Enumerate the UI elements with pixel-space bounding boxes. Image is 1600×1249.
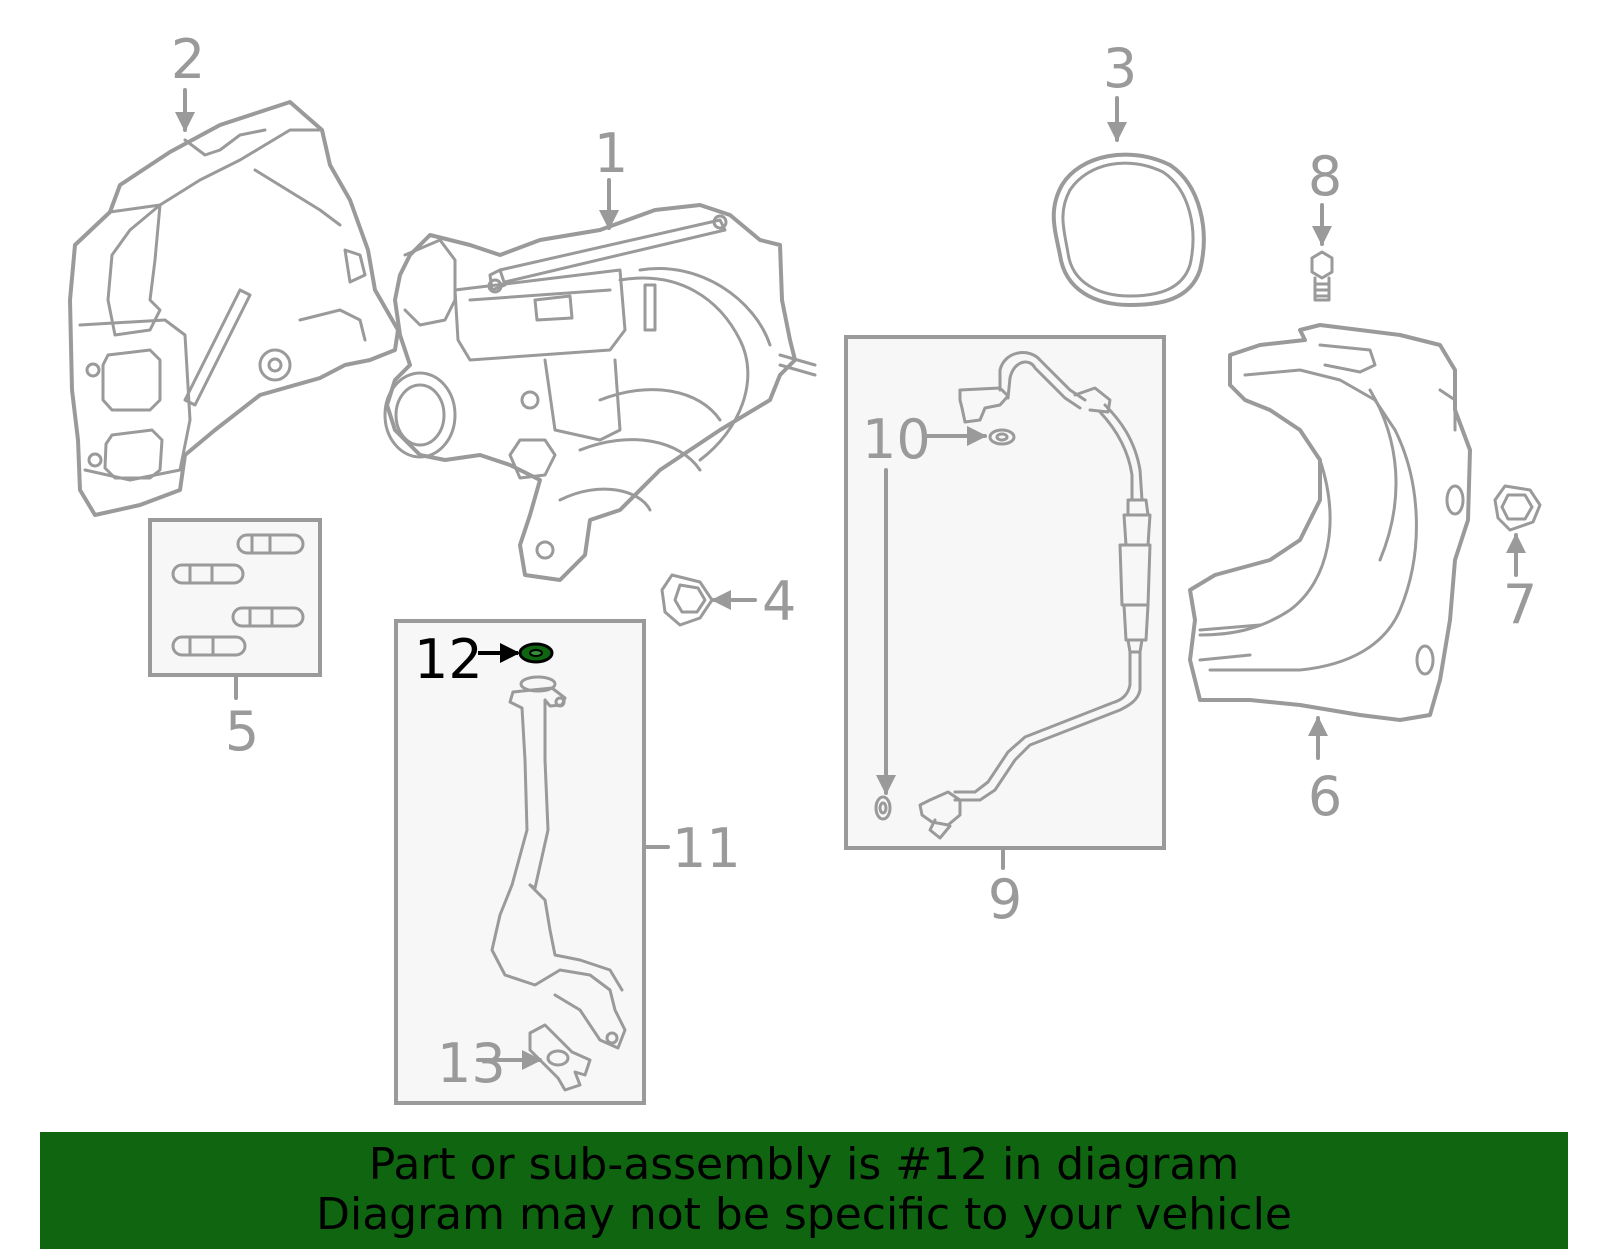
- part-11-oil-return-box[interactable]: [394, 619, 670, 1105]
- callout-7: 7: [1503, 573, 1537, 636]
- callout-4: 4: [762, 570, 796, 633]
- callout-11: 11: [672, 817, 741, 880]
- info-banner: Part or sub-assembly is #12 in diagram D…: [40, 1132, 1568, 1249]
- part-1-turbocharger[interactable]: [383, 178, 817, 582]
- part-9-oil-line-box[interactable]: [844, 335, 1166, 870]
- callout-10: 10: [862, 408, 931, 471]
- callout-2: 2: [171, 28, 205, 91]
- callout-5: 5: [225, 700, 259, 763]
- banner-line-1: Part or sub-assembly is #12 in diagram: [368, 1139, 1240, 1190]
- callout-3: 3: [1103, 37, 1137, 100]
- part-7-nut[interactable]: [1493, 484, 1542, 577]
- callout-8: 8: [1308, 145, 1342, 208]
- part-5-studs-box[interactable]: [148, 518, 322, 700]
- part-12-washer-highlighted[interactable]: [478, 642, 554, 664]
- callout-9: 9: [988, 868, 1022, 931]
- part-3-gasket[interactable]: [1051, 96, 1206, 307]
- callout-13: 13: [437, 1032, 506, 1095]
- part-6-heat-shield[interactable]: [1188, 323, 1472, 760]
- callout-6: 6: [1308, 765, 1342, 828]
- part-2-heat-shield[interactable]: [68, 88, 400, 517]
- part-4-nut[interactable]: [660, 573, 757, 627]
- callout-12: 12: [414, 628, 483, 691]
- banner-line-2: Diagram may not be specific to your vehi…: [316, 1189, 1292, 1240]
- callout-1: 1: [594, 122, 628, 185]
- part-8-bolt[interactable]: [1310, 203, 1334, 302]
